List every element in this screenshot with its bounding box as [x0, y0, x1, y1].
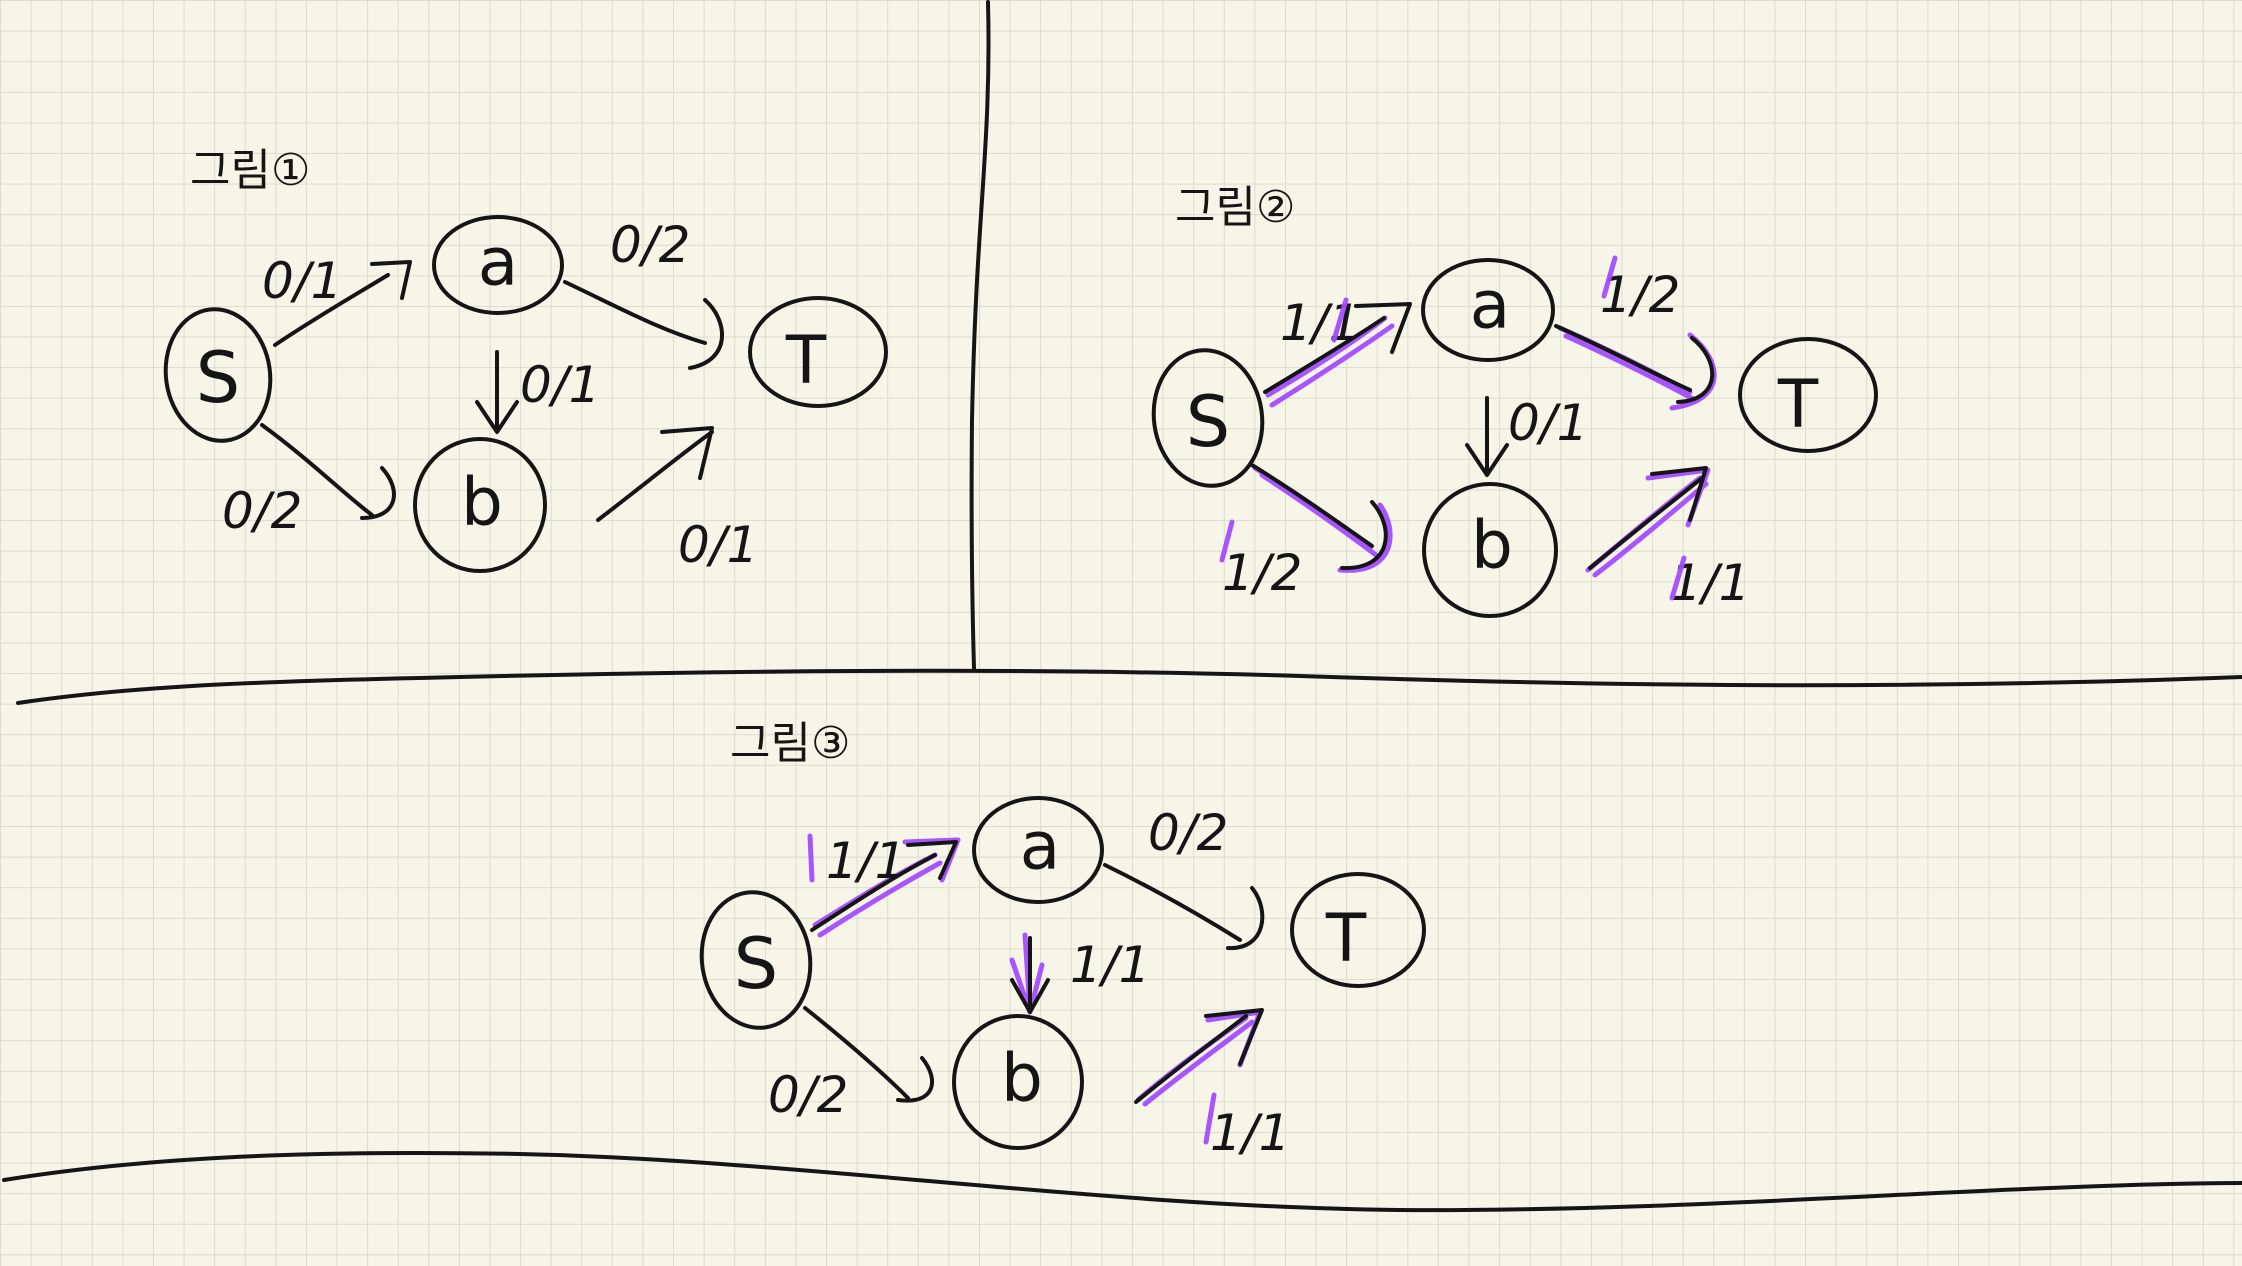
edge-s-b-label: 0/2	[768, 1066, 848, 1124]
edge-a-t-head	[688, 298, 725, 370]
flow-mark-s-b	[1219, 519, 1235, 563]
node-b-label: b	[461, 464, 503, 541]
edge-s-a	[1263, 316, 1386, 394]
flow-mark-a-t	[1601, 255, 1618, 299]
edge-s-b	[1250, 463, 1374, 548]
panel-1: 그림① S a b T 0/1 0/2 0/1 0/2 0/1	[163, 145, 888, 574]
node-s-circle	[1151, 348, 1265, 488]
node-b-circle	[1422, 482, 1558, 618]
node-t-circle	[1290, 872, 1426, 988]
edge-s-a	[273, 273, 390, 347]
edge-s-b-head	[360, 466, 396, 520]
node-t-circle	[1738, 337, 1878, 453]
edge-s-a-head	[1354, 302, 1412, 354]
node-s-circle	[163, 307, 273, 443]
horizontal-divider-bottom	[2, 1151, 2242, 1213]
edge-s-a-label: 1/1	[826, 832, 906, 890]
edge-s-b-label: 1/2	[1222, 544, 1302, 602]
edge-a-b-head	[1465, 443, 1509, 477]
edge-b-t-head	[660, 426, 714, 480]
node-b-circle	[413, 437, 547, 573]
panel-2: 그림② S a b T 1/1 1/2 0/1 1/2 1/1	[1151, 182, 1878, 618]
edge-a-t-head	[1226, 886, 1265, 951]
node-a-circle	[432, 215, 564, 315]
node-a-circle	[972, 796, 1104, 904]
node-s-label: S	[196, 337, 240, 419]
edge-b-t	[596, 430, 714, 522]
edge-a-t	[1103, 863, 1242, 942]
edge-a-b-label: 0/1	[1508, 394, 1588, 452]
edge-a-t-label: 0/2	[610, 216, 690, 274]
node-t-label: T	[785, 322, 827, 399]
panel-title: 그림①	[190, 145, 310, 196]
flow-mark-b-t	[1669, 555, 1687, 601]
edge-s-b-head	[896, 1056, 934, 1103]
edge-s-a	[810, 853, 937, 932]
node-s-circle	[699, 890, 813, 1030]
node-s-label: S	[734, 923, 778, 1005]
edge-s-b-label: 0/2	[222, 482, 302, 540]
flow-mark-s-a	[1331, 297, 1349, 343]
edge-a-t	[1554, 324, 1692, 392]
node-a-label: a	[1470, 267, 1510, 344]
node-a-label: a	[1020, 808, 1060, 885]
edge-b-t	[1134, 1014, 1248, 1104]
node-s-label: S	[1186, 381, 1230, 463]
edge-a-t-label: 0/2	[1148, 804, 1228, 862]
edge-a-t-head	[1676, 336, 1715, 404]
node-t-circle	[748, 296, 888, 408]
horizontal-divider-top	[16, 668, 2242, 705]
edge-a-b-head	[475, 400, 519, 434]
flow-mark-b-t	[1203, 1092, 1217, 1145]
edge-a-t	[563, 280, 707, 345]
edge-a-b-label: 1/1	[1070, 936, 1150, 994]
panel-title: 그림②	[1175, 182, 1295, 233]
node-b-circle	[952, 1014, 1084, 1150]
node-b-label: b	[1001, 1040, 1043, 1117]
edge-b-t-label: 0/1	[678, 516, 758, 574]
vertical-divider	[969, 0, 991, 670]
panel-3: 그림③ S a b T 1/1 0/2 1/1 0/2 1/1	[699, 718, 1426, 1162]
edge-b-t-head	[1204, 1008, 1264, 1066]
panel-title: 그림③	[730, 718, 850, 769]
edge-a-b-head	[1010, 978, 1050, 1014]
flow-mark-s-a	[807, 833, 815, 883]
node-t-label: T	[1325, 900, 1367, 977]
node-a-label: a	[478, 224, 518, 301]
edge-s-a-label: 0/1	[262, 252, 342, 310]
edge-b-t	[1588, 476, 1704, 570]
edge-s-a-head	[906, 840, 958, 880]
edge-s-b	[803, 1006, 910, 1100]
edge-a-t-label: 1/2	[1600, 266, 1680, 324]
edge-a-b-label: 0/1	[520, 356, 600, 414]
node-b-label: b	[1471, 507, 1513, 584]
edge-s-b-head	[1340, 500, 1388, 571]
edge-s-b	[260, 423, 374, 517]
node-a-circle	[1421, 258, 1555, 362]
node-t-label: T	[1777, 366, 1819, 443]
edge-b-t-label: 1/1	[1210, 1104, 1290, 1162]
edge-s-a-head	[370, 260, 412, 300]
edge-s-a-label: 1/1	[1280, 294, 1360, 352]
edge-b-t-head	[1650, 466, 1708, 522]
